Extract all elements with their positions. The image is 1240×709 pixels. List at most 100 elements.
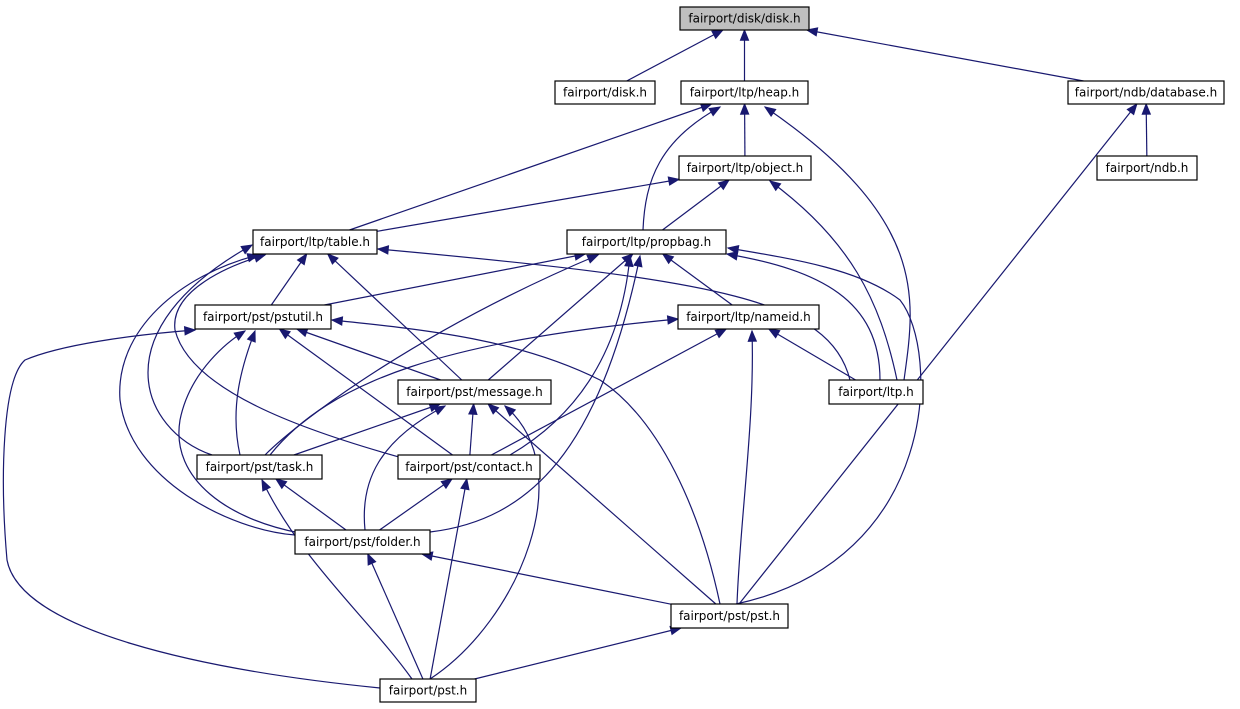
node-task[interactable]: fairport/pst/task.h xyxy=(196,454,323,480)
node-label: fairport/ltp.h xyxy=(838,385,914,399)
edge-line xyxy=(279,328,453,456)
edge-pst-to-task xyxy=(261,478,413,680)
edge-arrowhead xyxy=(296,252,308,266)
node-folder[interactable]: fairport/pst/folder.h xyxy=(294,529,431,555)
node-box xyxy=(294,529,431,555)
edge-arrowhead xyxy=(711,29,725,40)
edge-pst_pst-to-pstutil xyxy=(330,316,721,605)
node-box xyxy=(252,229,378,255)
edge-ltp-to-nameid xyxy=(767,328,856,381)
node-label: fairport/ltp/object.h xyxy=(687,161,804,175)
node-box xyxy=(566,229,727,255)
edge-ltp-to-object xyxy=(768,180,898,381)
edge-line xyxy=(764,106,911,381)
edge-arrowhead xyxy=(767,328,781,339)
node-nameid[interactable]: fairport/ltp/nameid.h xyxy=(677,304,820,330)
edge-line xyxy=(487,253,634,381)
edge-arrowhead xyxy=(714,328,728,339)
node-box xyxy=(678,155,812,181)
edge-table-to-heap xyxy=(349,102,713,231)
edge-arrowhead xyxy=(433,405,447,416)
edge-line xyxy=(727,247,922,605)
node-disk[interactable]: fairport/disk.h xyxy=(554,80,656,105)
edge-line xyxy=(349,103,712,231)
node-pst[interactable]: fairport/pst.h xyxy=(379,678,477,703)
edge-arrowhead xyxy=(1141,102,1152,115)
node-object[interactable]: fairport/ltp/object.h xyxy=(678,155,812,181)
edge-arrowhead xyxy=(274,478,288,490)
edge-line xyxy=(662,179,730,231)
node-box xyxy=(1067,80,1225,105)
edge-pst-to-pstutil xyxy=(2,326,381,689)
node-table[interactable]: fairport/ltp/table.h xyxy=(252,229,378,255)
node-label: fairport/ltp/nameid.h xyxy=(686,310,811,324)
nodes-layer: fairport/disk/disk.h fairport/disk.h fairp… xyxy=(194,6,1225,703)
edge-line xyxy=(296,328,441,381)
edge-folder-to-message xyxy=(363,405,447,531)
edge-line xyxy=(367,553,424,680)
edge-arrowhead xyxy=(504,405,517,417)
edge-line xyxy=(269,318,679,456)
edge-line xyxy=(363,405,446,531)
edge-line xyxy=(379,478,453,531)
node-database[interactable]: fairport/ndb/database.h xyxy=(1067,80,1225,105)
edge-line xyxy=(421,553,672,605)
edge-pst_pst-to-folder xyxy=(420,551,672,605)
edge-pst-to-folder xyxy=(367,552,424,680)
edge-line xyxy=(662,253,733,306)
edge-arrowhead xyxy=(440,478,454,490)
node-box xyxy=(679,6,810,31)
edges-layer xyxy=(2,27,1152,689)
edge-arrowhead xyxy=(261,478,272,492)
edge-contact-to-pstutil xyxy=(278,328,453,456)
edge-line xyxy=(331,319,721,605)
edge-arrowhead xyxy=(460,477,470,491)
node-pst-pst[interactable]: fairport/pst/pst.h xyxy=(670,603,789,629)
node-ndb[interactable]: fairport/ndb.h xyxy=(1096,155,1198,181)
node-ltp[interactable]: fairport/ltp.h xyxy=(828,379,924,405)
node-label: fairport/pst/contact.h xyxy=(405,460,532,474)
edge-line xyxy=(376,178,680,232)
node-label: fairport/pst/folder.h xyxy=(304,535,420,549)
node-label: fairport/pst.h xyxy=(389,684,467,698)
edge-database-to-disk_disk xyxy=(805,27,1084,82)
edge-arrowhead xyxy=(768,180,782,192)
node-message[interactable]: fairport/pst/message.h xyxy=(397,379,552,405)
node-disk-disk[interactable]: fairport/disk/disk.h xyxy=(679,6,810,31)
edge-arrowhead xyxy=(633,254,643,268)
edge-line xyxy=(487,403,717,605)
node-box xyxy=(194,304,332,330)
node-box xyxy=(397,454,541,480)
edge-arrowhead xyxy=(747,329,758,342)
edge-pst-to-contact xyxy=(429,477,470,680)
edge-arrowhead xyxy=(708,106,722,117)
edge-arrowhead xyxy=(487,403,500,415)
edge-arrowhead xyxy=(717,179,731,191)
edge-line xyxy=(275,478,347,531)
edge-arrowhead xyxy=(666,315,680,325)
edge-line xyxy=(626,29,724,82)
edge-disk-to-disk_disk xyxy=(626,29,725,82)
edge-line xyxy=(174,254,411,461)
edge-arrowhead xyxy=(725,251,739,261)
edge-arrowhead xyxy=(183,326,197,336)
edge-line xyxy=(293,403,441,456)
node-heap[interactable]: fairport/ltp/heap.h xyxy=(680,80,809,105)
node-label: fairport/disk.h xyxy=(563,86,647,100)
node-contact[interactable]: fairport/pst/contact.h xyxy=(397,454,541,480)
node-box xyxy=(680,80,809,105)
node-propbag[interactable]: fairport/ltp/propbag.h xyxy=(566,229,727,255)
edge-task-to-propbag xyxy=(264,254,600,456)
edge-line xyxy=(491,328,727,456)
edge-arrowhead xyxy=(246,329,256,343)
node-label: fairport/ndb/database.h xyxy=(1075,86,1217,100)
edge-nameid-to-propbag xyxy=(661,253,733,306)
edge-heap-to-disk_disk xyxy=(739,28,750,81)
node-label: fairport/pst/message.h xyxy=(406,385,542,399)
edge-line xyxy=(429,478,468,680)
edge-pst_pst-to-nameid xyxy=(736,329,758,605)
edge-pst_pst-to-propbag xyxy=(726,245,922,605)
edge-line xyxy=(726,253,881,381)
node-pstutil[interactable]: fairport/pst/pstutil.h xyxy=(194,304,332,330)
edge-line xyxy=(738,103,1138,605)
